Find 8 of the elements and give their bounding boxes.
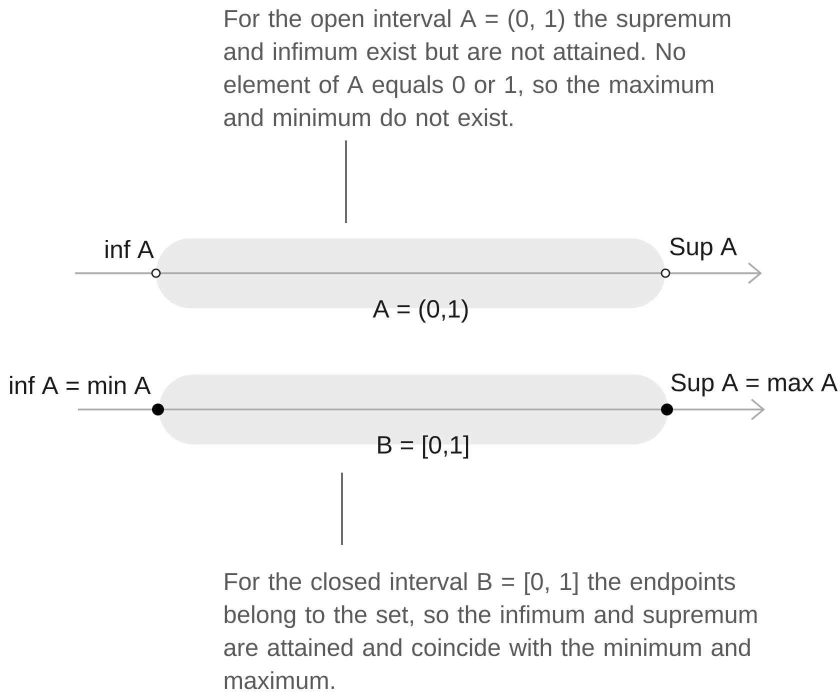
leader-line: [345, 140, 347, 223]
interval-band: B = [0,1]: [159, 374, 668, 459]
annotation-text: For the open interval A = (0, 1) the supremum and infimum exist but are not attained. No element of A equals 0 or 1, so the maximum and minimum do not exist.: [224, 9, 730, 126]
interval-band: A = (0,1): [156, 238, 665, 323]
leader-line: [341, 472, 343, 545]
endpoint-label: inf A = min A: [10, 376, 151, 394]
endpoint-label: Sup A = max A: [671, 374, 838, 396]
annotation-text: For the closed interval B = [0, 1] the endpoints belong to the set, so the infimum and supremum are attained and coincide with the minimum and maximum.: [224, 572, 757, 690]
